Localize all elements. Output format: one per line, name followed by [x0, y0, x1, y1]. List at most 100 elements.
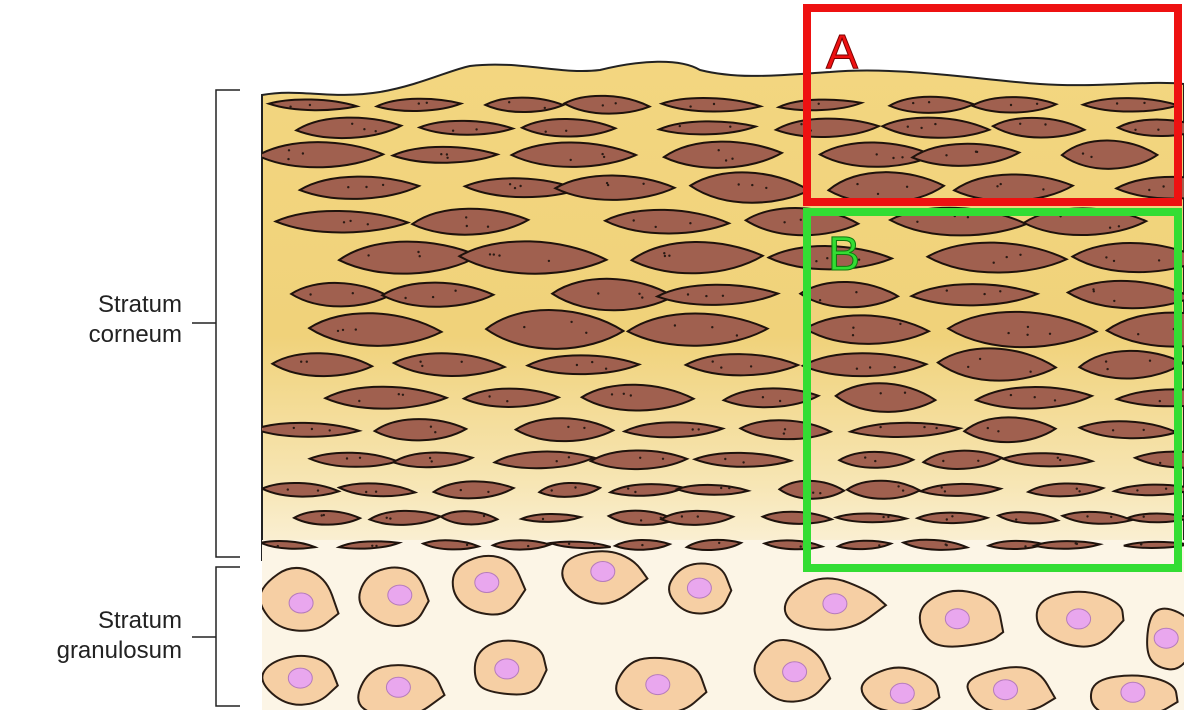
corneocyte-speckle	[718, 149, 720, 151]
corneocyte-speckle	[306, 361, 308, 363]
stratum-corneum-label-line2: corneum	[40, 320, 182, 350]
corneocyte-speckle	[606, 182, 608, 184]
corneocyte-speckle	[398, 393, 400, 395]
corneocyte-speckle	[993, 262, 995, 264]
corneocyte-speckle	[899, 323, 901, 325]
corneocyte-speckle	[879, 426, 881, 428]
corneocyte-speckle	[309, 104, 311, 106]
corneocyte-speckle	[434, 431, 436, 433]
corneocyte-speckle	[359, 457, 361, 459]
corneocyte	[493, 540, 550, 549]
corneocyte-speckle	[402, 394, 404, 396]
corneocyte-speckle	[1118, 225, 1120, 227]
corneocyte-speckle	[1134, 129, 1136, 131]
corneocyte-speckle	[1116, 102, 1118, 104]
corneocyte-speckle	[1078, 490, 1080, 492]
corneocyte-speckle	[1113, 260, 1115, 262]
corneocyte-speckle	[1113, 300, 1115, 302]
corneocyte-speckle	[329, 429, 331, 431]
corneocyte-speckle	[750, 365, 752, 367]
corneocyte-speckle	[855, 291, 857, 293]
cell-nucleus	[823, 594, 847, 614]
corneocyte-speckle	[426, 102, 428, 104]
corneocyte-speckle	[916, 221, 918, 223]
corneocyte-speckle	[762, 396, 764, 398]
corneocyte-speckle	[720, 366, 722, 368]
corneocyte-speckle	[812, 492, 814, 494]
corneocyte-speckle	[597, 292, 599, 294]
corneocyte-speckle	[429, 457, 431, 459]
corneocyte-speckle	[720, 487, 722, 489]
corneocyte-speckle	[454, 290, 456, 292]
corneocyte-speckle	[570, 321, 572, 323]
corneocyte-speckle	[419, 255, 421, 257]
corneocyte-speckle	[856, 183, 858, 185]
corneocyte-speckle	[728, 487, 730, 489]
stratum-granulosum-label-line2: granulosum	[20, 636, 182, 666]
corneocyte-speckle	[371, 545, 373, 547]
corneocyte-speckle	[1000, 183, 1002, 185]
corneocyte-speckle	[574, 486, 576, 488]
corneocyte-speckle	[1042, 188, 1044, 190]
corneocyte-speckle	[901, 156, 903, 158]
corneocyte-speckle	[718, 542, 720, 544]
corneocyte-speckle	[729, 126, 731, 128]
corneocyte-speckle	[1057, 457, 1059, 459]
stratum-granulosum-label-line1: Stratum	[20, 606, 182, 636]
corneocyte-speckle	[944, 490, 946, 492]
corneocyte-speckle	[1149, 360, 1151, 362]
cell-nucleus	[288, 668, 312, 688]
corneocyte-speckle	[343, 221, 345, 223]
corneocyte-speckle	[1019, 123, 1021, 125]
corneocyte-speckle	[655, 226, 657, 228]
corneocyte-speckle	[460, 489, 462, 491]
corneocyte-speckle	[375, 491, 377, 493]
corneocyte-speckle	[309, 293, 311, 295]
corneocyte-speckle	[585, 332, 587, 334]
corneocyte-speckle	[1143, 429, 1145, 431]
corneocyte-speckle	[1076, 488, 1078, 490]
corneocyte-speckle	[819, 492, 821, 494]
corneocyte-speckle	[641, 296, 643, 298]
corneocyte-speckle	[951, 515, 953, 517]
corneocyte-speckle	[640, 519, 642, 521]
corneocyte-speckle	[1049, 333, 1051, 335]
corneocyte-speckle	[783, 221, 785, 223]
cell-nucleus	[475, 573, 499, 593]
corneocyte-speckle	[1165, 488, 1167, 490]
corneocyte-speckle	[1110, 516, 1112, 518]
corneocyte-speckle	[874, 460, 876, 462]
corneocyte-speckle	[342, 329, 344, 331]
corneocyte-speckle	[920, 127, 922, 129]
corneocyte-speckle	[698, 428, 700, 430]
corneocyte-speckle	[1136, 489, 1138, 491]
stratum-granulosum-label: Stratum granulosum	[20, 606, 182, 666]
corneocyte-speckle	[800, 123, 802, 125]
corneocyte-speckle	[367, 254, 369, 256]
corneocyte-speckle	[1109, 227, 1111, 229]
corneocyte-speckle	[642, 183, 644, 185]
corneocyte-speckle	[1024, 545, 1026, 547]
corneocyte-speckle	[639, 457, 641, 459]
corneocyte-speckle	[1019, 254, 1021, 256]
corneocyte-speckle	[1075, 542, 1077, 544]
corneocyte-speckle	[489, 253, 491, 255]
corneocyte-speckle	[784, 428, 786, 430]
corneocyte-speckle	[323, 514, 325, 516]
cell-nucleus	[687, 578, 711, 598]
corneocyte-speckle	[934, 123, 936, 125]
corneocyte-speckle	[1092, 288, 1094, 290]
corneocyte-speckle	[692, 428, 694, 430]
corneocyte-speckle	[882, 516, 884, 518]
corneocyte-speckle	[417, 251, 419, 253]
corneocyte-speckle	[1143, 102, 1145, 104]
corneocyte-speckle	[668, 255, 670, 257]
corneocyte-speckle	[713, 103, 715, 105]
corneocyte-speckle	[935, 427, 937, 429]
corneocyte-speckle	[593, 543, 595, 545]
corneocyte-speckle	[941, 486, 943, 488]
corneocyte-speckle	[349, 220, 351, 222]
corneocyte-speckle	[421, 365, 423, 367]
corneocyte-speckle	[641, 544, 643, 546]
